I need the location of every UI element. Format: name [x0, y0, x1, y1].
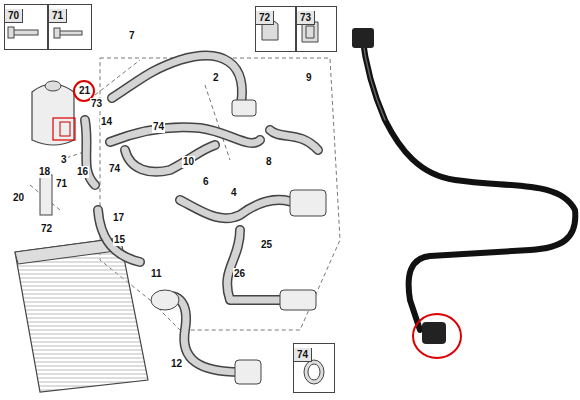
- callout-number: 73: [90, 98, 103, 110]
- callout-number: 70: [5, 9, 23, 23]
- callout-number: 10: [182, 156, 195, 168]
- callout-number: 20: [12, 192, 25, 204]
- callout-number: 71: [49, 9, 67, 23]
- callout-number: 18: [38, 166, 51, 178]
- callout-number: 17: [112, 212, 125, 224]
- callout-number: 16: [76, 166, 89, 178]
- callout-number: 6: [202, 176, 210, 188]
- part-box: 71: [48, 4, 92, 50]
- callout-number: 74: [108, 163, 121, 175]
- callout-number: 2: [212, 72, 220, 84]
- callout-number: 73: [297, 11, 315, 25]
- callout-number: 25: [260, 239, 273, 251]
- callout-number: 71: [55, 178, 68, 190]
- callout-number: 74: [152, 121, 165, 133]
- callout-number: 14: [100, 116, 113, 128]
- callout-number: 12: [170, 358, 183, 370]
- callout-number: 11: [150, 268, 163, 280]
- callout-number: 15: [113, 234, 126, 246]
- callout-number: 4: [230, 187, 238, 199]
- callout-number: 8: [265, 156, 273, 168]
- callout-number: 72: [256, 11, 274, 25]
- part-box: 72: [255, 6, 296, 52]
- callout-number: 26: [233, 268, 246, 280]
- callout-number: 21: [78, 85, 91, 97]
- callout-number: 9: [305, 72, 313, 84]
- callout-number: 72: [40, 223, 53, 235]
- part-box: 74: [293, 343, 335, 393]
- callout-number: 7: [128, 30, 136, 42]
- part-box: 70: [4, 4, 48, 50]
- callout-number: 3: [60, 154, 68, 166]
- part-box: 73: [296, 6, 337, 52]
- callout-number: 74: [294, 348, 312, 362]
